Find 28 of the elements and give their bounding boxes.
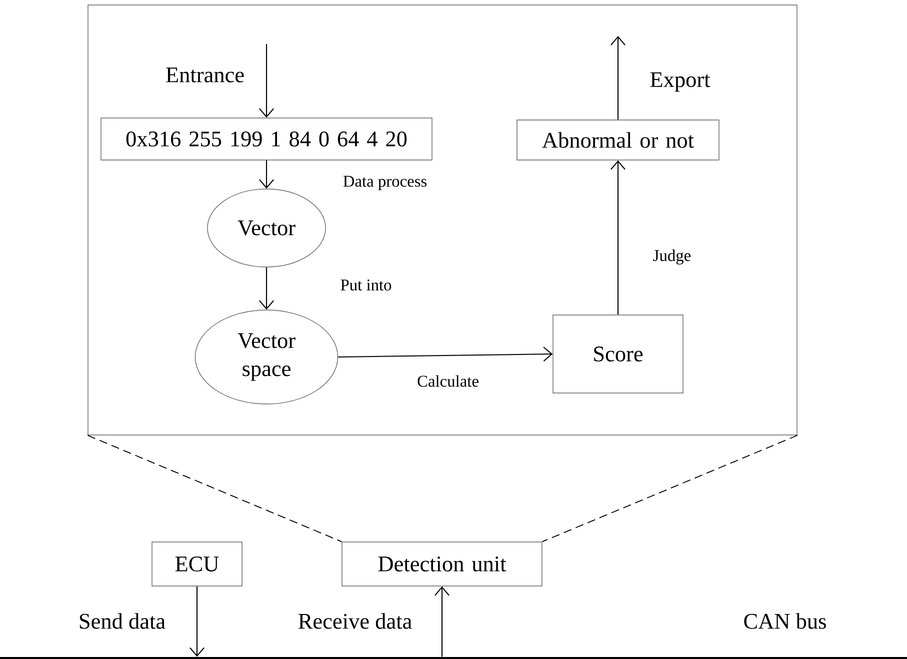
- process-box: ECU: [152, 542, 242, 586]
- ellipse-node: Vector space: [194, 310, 338, 404]
- arrow: [338, 346, 553, 362]
- process-box: Detection unit: [342, 542, 542, 586]
- bus-label: CAN bus: [744, 613, 826, 629]
- arrow: [259, 267, 274, 310]
- edge-label: Export: [648, 71, 712, 93]
- process-box: 0x316 255 199 1 84 0 64 4 20: [100, 118, 432, 160]
- arrow: [259, 44, 274, 118]
- edge-label: Send data: [77, 612, 167, 630]
- arrow: [190, 586, 204, 657]
- ellipse-node: Vector: [207, 188, 326, 268]
- edge-label: Put into: [339, 278, 393, 292]
- process-box: Score: [552, 314, 684, 394]
- edge-label: Entrance: [164, 66, 246, 84]
- edge-label: Receive data: [296, 612, 414, 630]
- panel-frame: [88, 4, 798, 436]
- dashed-line: [87, 434, 342, 542]
- edge-label: Data process: [342, 174, 428, 192]
- arrow: [434, 586, 450, 657]
- edge-label: Judge: [652, 248, 692, 266]
- arrow: [610, 160, 626, 315]
- bus-line: [0, 657, 907, 659]
- arrow: [610, 36, 626, 120]
- edge-label: Calculate: [416, 374, 480, 388]
- process-box: Abnormal or not: [516, 120, 720, 160]
- dashed-line: [542, 434, 798, 542]
- arrow: [259, 160, 274, 189]
